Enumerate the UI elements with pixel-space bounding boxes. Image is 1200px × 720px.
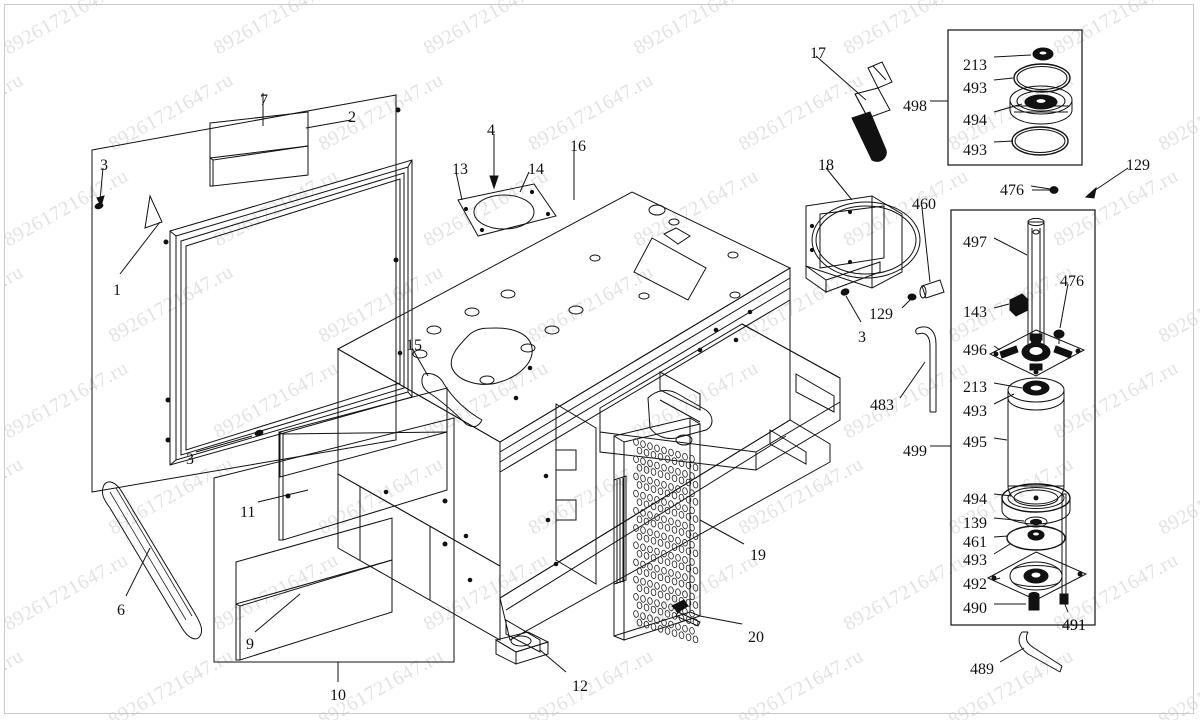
callout-c129a: 129: [869, 306, 893, 323]
inset-top-label-213-0: 213: [963, 57, 987, 74]
callout-c489: 489: [970, 661, 994, 678]
part-lower-access-panel: [213, 387, 455, 663]
inset-bottom-label-494-7: 494: [963, 491, 987, 508]
inset-top-label-493-3: 493: [963, 142, 987, 159]
callout-c14: 14: [528, 161, 544, 178]
callout-c9: 9: [246, 636, 254, 653]
callout-c498: 498: [903, 98, 927, 115]
inset-bottom-label-497-0: 497: [963, 234, 987, 251]
part-door-seal-strip: [101, 481, 203, 640]
inset-bottom-label-476-1: 476: [1060, 273, 1084, 290]
callout-c1: 1: [113, 282, 121, 299]
inset-bottom-label-493-5: 493: [963, 403, 987, 420]
callout-c3c: 3: [858, 329, 866, 346]
callout-c13: 13: [452, 161, 468, 178]
inset-bottom-label-493-10: 493: [963, 552, 987, 569]
callout-c7: 7: [260, 92, 268, 109]
inset-bottom-label-213-4: 213: [963, 379, 987, 396]
callout-c6: 6: [117, 602, 125, 619]
callout-c16: 16: [570, 138, 586, 155]
part-perforated-panel: [613, 417, 701, 644]
callout-c12: 12: [572, 678, 588, 695]
callout-c4: 4: [487, 122, 495, 139]
callout-c476a: 476: [1000, 182, 1024, 199]
inset-bottom-label-492-11: 492: [963, 576, 987, 593]
part-tube-483: [915, 326, 937, 413]
inset-box-seal-kit: [930, 29, 1129, 199]
part-tube-489: [1018, 631, 1063, 673]
part-main-chassis: [336, 191, 841, 653]
inset-bottom-label-461-9: 461: [963, 534, 987, 551]
inset-top-label-494-2: 494: [963, 112, 987, 129]
callout-c19: 19: [750, 547, 766, 564]
inset-bottom-label-143-2: 143: [963, 304, 987, 321]
inset-bottom-label-495-6: 495: [963, 434, 987, 451]
inset-top-label-493-1: 493: [963, 80, 987, 97]
part-bowl-bracket-18: [805, 195, 945, 301]
callout-c129b: 129: [1126, 157, 1150, 174]
callout-c491: 491: [1062, 617, 1086, 634]
part-probe-17: [851, 61, 893, 162]
inset-bottom-label-139-8: 139: [963, 515, 987, 532]
inset-box-pump-assembly: [930, 209, 1096, 626]
callout-c483: 483: [870, 397, 894, 414]
part-cover-plate: [457, 183, 557, 237]
callout-c3b: 3: [186, 451, 194, 468]
callout-c11: 11: [240, 504, 256, 521]
callout-c3a: 3: [100, 157, 108, 174]
callout-c10: 10: [330, 687, 346, 704]
part-door-panel: [91, 94, 413, 493]
callout-c20: 20: [748, 629, 764, 646]
inset-bottom-label-491-13: 491: [1062, 617, 1086, 634]
inset-bottom-label-496-3: 496: [963, 342, 987, 359]
callout-leaders: [96, 55, 1050, 682]
callout-c18: 18: [818, 157, 834, 174]
callout-c499: 499: [903, 443, 927, 460]
callout-c460: 460: [912, 196, 936, 213]
callout-c17: 17: [810, 45, 826, 62]
part-screw-20: [671, 599, 701, 627]
inset-bottom-label-490-12: 490: [963, 600, 987, 617]
callout-c2: 2: [348, 109, 356, 126]
callout-c15: 15: [406, 337, 422, 354]
part-rubber-foot: [494, 631, 550, 665]
